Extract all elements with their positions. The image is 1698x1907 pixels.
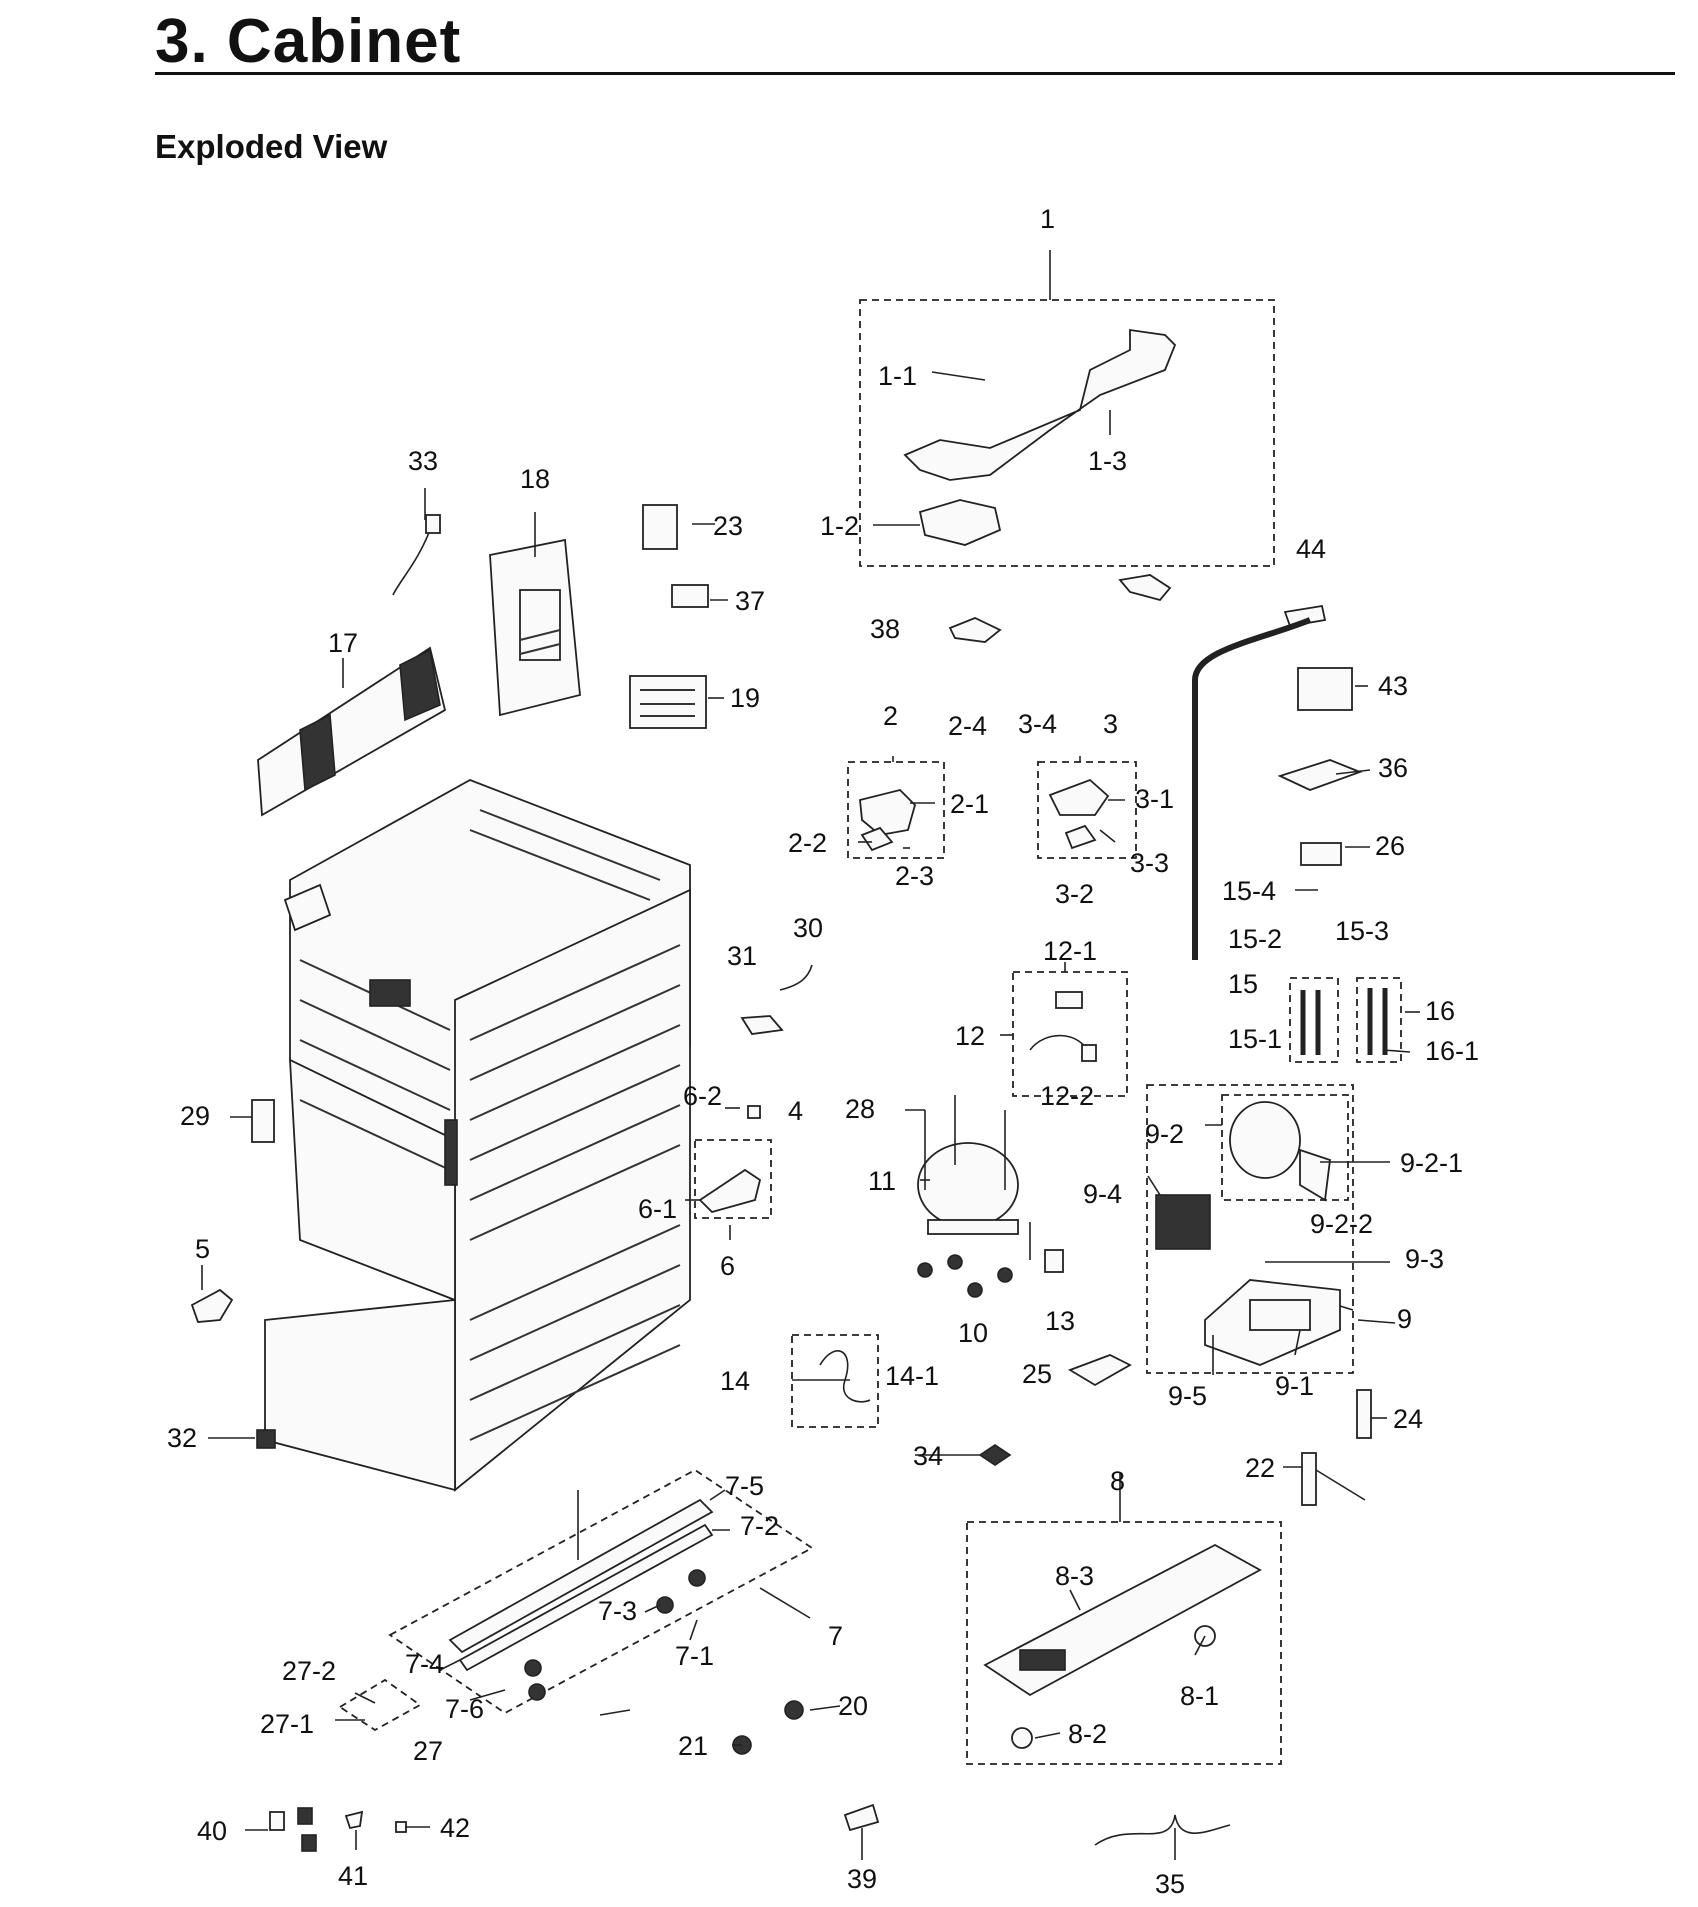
title-rule: [155, 72, 1675, 75]
callout-label: 15-4: [1222, 876, 1276, 906]
callout-label: 24: [1393, 1404, 1423, 1434]
callout-label: 8-3: [1055, 1561, 1094, 1591]
callout-label: 37: [735, 586, 765, 616]
callout-label: 8-1: [1180, 1681, 1219, 1711]
callout-label: 34: [913, 1441, 943, 1471]
callout-label: 9: [1397, 1304, 1412, 1334]
callout-label: 3-3: [1130, 848, 1169, 878]
callout-label: 12: [955, 1021, 985, 1051]
callout-label: 3-4: [1018, 709, 1057, 739]
callout-label: 12-2: [1040, 1081, 1094, 1111]
callout-label: 36: [1378, 753, 1408, 783]
callout-label: 9-2: [1145, 1119, 1184, 1149]
callout-label: 23: [713, 511, 743, 541]
callout-label: 19: [730, 683, 760, 713]
callout-label: 39: [847, 1864, 877, 1894]
callout-label: 1-2: [820, 511, 859, 541]
callout-label: 8-2: [1068, 1719, 1107, 1749]
callout-label: 1: [1040, 204, 1055, 234]
callout-label: 9-1: [1275, 1371, 1314, 1401]
callout-label: 6: [720, 1251, 735, 1281]
callout-label: 27: [413, 1736, 443, 1766]
callout-label: 26: [1375, 831, 1405, 861]
callout-label: 43: [1378, 671, 1408, 701]
callout-label: 7-2: [740, 1511, 779, 1541]
callout-label: 2-4: [948, 711, 987, 741]
callout-label: 7-3: [598, 1596, 637, 1626]
callout-label: 12-1: [1043, 936, 1097, 966]
callout-label: 7-4: [405, 1649, 444, 1679]
callout-label: 14: [720, 1366, 750, 1396]
callout-label: 9-2-1: [1400, 1148, 1463, 1178]
callout-label: 15-2: [1228, 924, 1282, 954]
callout-label: 7-5: [725, 1471, 764, 1501]
callout-label: 10: [958, 1318, 988, 1348]
callout-label: 28: [845, 1094, 875, 1124]
callout-label: 18: [520, 464, 550, 494]
callout-label: 40: [197, 1816, 227, 1846]
callout-label: 3: [1103, 709, 1118, 739]
callout-label: 5: [195, 1234, 210, 1264]
callout-label: 31: [727, 941, 757, 971]
callout-label: 9-3: [1405, 1244, 1444, 1274]
callout-label: 3-2: [1055, 879, 1094, 909]
callout-label: 6-2: [683, 1081, 722, 1111]
callout-label: 42: [440, 1813, 470, 1843]
callout-label: 33: [408, 446, 438, 476]
callout-labels: 1 1-1 1-2 1-3 2 2-1 2-2 2-3 2-4 3 3-1 3-…: [167, 204, 1479, 1899]
callout-label: 44: [1296, 534, 1326, 564]
callout-label: 2-3: [895, 861, 934, 891]
callout-label: 17: [328, 628, 358, 658]
callout-label: 25: [1022, 1359, 1052, 1389]
callout-label: 27-1: [260, 1709, 314, 1739]
callout-label: 7-1: [675, 1641, 714, 1671]
callout-label: 6-1: [638, 1194, 677, 1224]
callout-label: 2-1: [950, 789, 989, 819]
callout-label: 9-5: [1168, 1381, 1207, 1411]
callout-label: 15: [1228, 969, 1258, 999]
callout-label: 1-1: [878, 361, 917, 391]
callout-label: 11: [868, 1166, 896, 1196]
callout-label: 15-3: [1335, 916, 1389, 946]
callout-label: 2: [883, 701, 898, 731]
callout-label: 30: [793, 913, 823, 943]
callout-label: 41: [338, 1861, 368, 1891]
callout-label: 32: [167, 1423, 197, 1453]
page-title: 3. Cabinet: [155, 7, 462, 76]
callout-label: 20: [838, 1691, 868, 1721]
callout-label: 35: [1155, 1869, 1185, 1899]
callout-label: 38: [870, 614, 900, 644]
callout-label: 2-2: [788, 828, 827, 858]
callout-label: 7: [828, 1621, 843, 1651]
callout-label: 29: [180, 1101, 210, 1131]
callout-label: 15-1: [1228, 1024, 1282, 1054]
callout-label: 8: [1110, 1466, 1125, 1496]
callout-label: 3-1: [1135, 784, 1174, 814]
callout-label: 16: [1425, 996, 1455, 1026]
callout-label: 7-6: [445, 1694, 484, 1724]
callout-label: 9-4: [1083, 1179, 1122, 1209]
callout-label: 1-3: [1088, 446, 1127, 476]
callout-label: 27-2: [282, 1656, 336, 1686]
section-subtitle: Exploded View: [155, 128, 388, 165]
callout-label: 14-1: [885, 1361, 939, 1391]
callout-label: 22: [1245, 1453, 1275, 1483]
callout-label: 9-2-2: [1310, 1209, 1373, 1239]
callout-label: 13: [1045, 1306, 1075, 1336]
callout-label: 21: [678, 1731, 708, 1761]
callout-label: 4: [788, 1096, 803, 1126]
callout-label: 16-1: [1425, 1036, 1479, 1066]
